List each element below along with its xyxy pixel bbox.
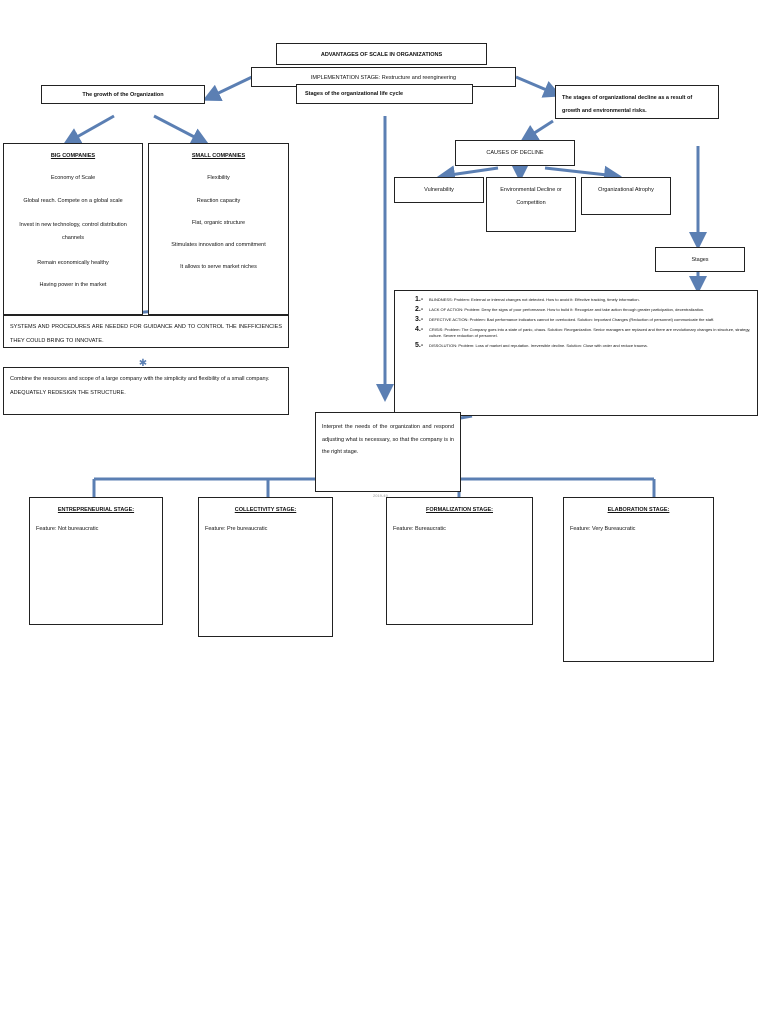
- small-companies-box: SMALL COMPANIES Flexibility Reaction cap…: [148, 143, 289, 315]
- lifecycle-box: Stages of the organizational life cycle: [296, 84, 473, 104]
- cause-vulnerability-text: Vulnerability: [424, 187, 454, 193]
- big-item: Global reach. Compete on a global scale: [23, 197, 123, 204]
- arrow-to-decline: [515, 75, 562, 98]
- decline-box: The stages of organizational decline as …: [555, 85, 719, 119]
- causes-title: CAUSES OF DECLINE: [486, 150, 544, 156]
- cause-atrophy-text: Organizational Atrophy: [598, 187, 654, 193]
- small-star: ✱: [139, 358, 147, 369]
- stage-feature: Feature: Bureaucratic: [393, 526, 446, 533]
- cause-vulnerability: Vulnerability: [394, 177, 484, 203]
- combine-line1: Combine the resources and scope of a lar…: [10, 376, 270, 382]
- combine-box: Combine the resources and scope of a lar…: [3, 367, 289, 415]
- decline-stage-item: 3.- DEFECTIVE ACTION: Problem: Bad perfor…: [415, 316, 751, 323]
- title-box: ADVANTAGES OF SCALE IN ORGANIZATIONS: [276, 43, 487, 65]
- cause-atrophy: Organizational Atrophy: [581, 177, 671, 215]
- decline-stage-num: 2.-: [415, 306, 424, 313]
- stage-feature: Feature: Not bureaucratic: [36, 526, 99, 533]
- decline-text: The stages of organizational decline as …: [562, 95, 693, 114]
- interpret-text: Interpret the needs of the organization …: [322, 424, 454, 456]
- decline-stage-text: CRISIS: Problem: The Company goes into a…: [429, 327, 751, 338]
- decline-stage-item: 2.- LACK OF ACTION: Problem: Deny the sig…: [415, 306, 751, 313]
- arrow-cause-left: [437, 165, 499, 184]
- decline-stage-text: DISSOLUTION: Problem: Loss of market and…: [429, 343, 648, 348]
- stage-title: ELABORATION STAGE:: [607, 507, 670, 513]
- interpret-box: Interpret the needs of the organization …: [315, 412, 461, 492]
- decline-stages-box: 1.- BLINDNESS: Problem: External or inter…: [394, 290, 758, 416]
- title-text: ADVANTAGES OF SCALE IN ORGANIZATIONS: [320, 52, 443, 58]
- growth-text: The growth of the Organization: [82, 92, 164, 98]
- stage-collectivity: COLLECTIVITY STAGE: Feature: Pre bureauc…: [198, 497, 333, 637]
- big-item: Remain economically healthy: [37, 260, 109, 267]
- decline-stage-num: 1.-: [415, 296, 424, 303]
- small-item: Flat, organic structure: [191, 219, 246, 226]
- small-item: Reaction capacity: [196, 197, 241, 204]
- stage-title: FORMALIZATION STAGE:: [425, 507, 493, 513]
- big-item: Economy of Scale: [50, 175, 96, 182]
- stages-text: Stages: [691, 257, 709, 263]
- lifecycle-text: Stages of the organizational life cycle: [305, 91, 404, 97]
- stage-formalization: FORMALIZATION STAGE: Feature: Bureaucrat…: [386, 497, 533, 625]
- stage-entrepreneurial: ENTREPRENEURIAL STAGE: Feature: Not bure…: [29, 497, 163, 625]
- small-heading: SMALL COMPANIES: [191, 153, 246, 159]
- systems-box: SYSTEMS AND PROCEDURES ARE NEEDED FOR GU…: [3, 315, 289, 348]
- small-item: Flexibility: [207, 175, 230, 182]
- stage-title: ENTREPRENEURIAL STAGE:: [57, 507, 135, 513]
- arrow-to-big: [62, 114, 115, 145]
- causes-box: CAUSES OF DECLINE: [455, 140, 575, 166]
- stage-feature: Feature: Pre bureaucratic: [205, 526, 268, 533]
- implementation-text: IMPLEMENTATION STAGE: Restructure and re…: [310, 75, 457, 81]
- stage-feature: Feature: Very Bureaucratic: [570, 526, 636, 533]
- arrow-to-growth: [202, 75, 253, 101]
- big-item: Invest in new technology, control distri…: [19, 221, 127, 241]
- decline-stage-text: LACK OF ACTION: Problem: Deny the signs …: [429, 307, 705, 312]
- stage-title: COLLECTIVITY STAGE:: [234, 507, 297, 513]
- systems-text: SYSTEMS AND PROCEDURES ARE NEEDED FOR GU…: [10, 324, 282, 344]
- big-heading: BIG COMPANIES: [50, 153, 96, 159]
- small-item: It allows to serve market niches: [180, 264, 257, 271]
- big-item: Having power in the market: [39, 282, 107, 289]
- decline-stages-list: 1.- BLINDNESS: Problem: External or inter…: [415, 296, 751, 349]
- big-companies-box: BIG COMPANIES Economy of Scale Global re…: [3, 143, 143, 315]
- stages-box: Stages: [655, 247, 745, 272]
- decline-stage-item: 1.- BLINDNESS: Problem: External or inter…: [415, 296, 751, 303]
- small-caption: 2019-49: [373, 493, 388, 498]
- decline-stage-num: 3.-: [415, 316, 424, 323]
- growth-box: The growth of the Organization: [41, 85, 205, 104]
- arrow-to-small: [153, 114, 210, 145]
- decline-stage-item: 4.- CRISIS: Problem: The Company goes int…: [415, 326, 751, 339]
- combine-line2: ADEQUATELY REDESIGN THE STRUCTURE.: [10, 389, 126, 396]
- cause-environmental: Environmental Decline or Competition: [486, 177, 576, 232]
- decline-stage-text: BLINDNESS: Problem: External or internal…: [429, 297, 640, 302]
- stage-elaboration: ELABORATION STAGE: Feature: Very Bureauc…: [563, 497, 714, 662]
- decline-stage-text: DEFECTIVE ACTION: Problem: Bad performan…: [429, 317, 715, 322]
- decline-stage-item: 5.- DISSOLUTION: Problem: Loss of market …: [415, 342, 751, 349]
- decline-stage-num: 5.-: [415, 342, 424, 349]
- decline-stage-num: 4.-: [415, 326, 424, 333]
- cause-environmental-text: Environmental Decline or Competition: [500, 187, 562, 206]
- arrow-to-causes: [519, 119, 554, 143]
- small-item: Stimulates innovation and commitment: [171, 242, 266, 248]
- arrow-cause-right: [544, 165, 622, 184]
